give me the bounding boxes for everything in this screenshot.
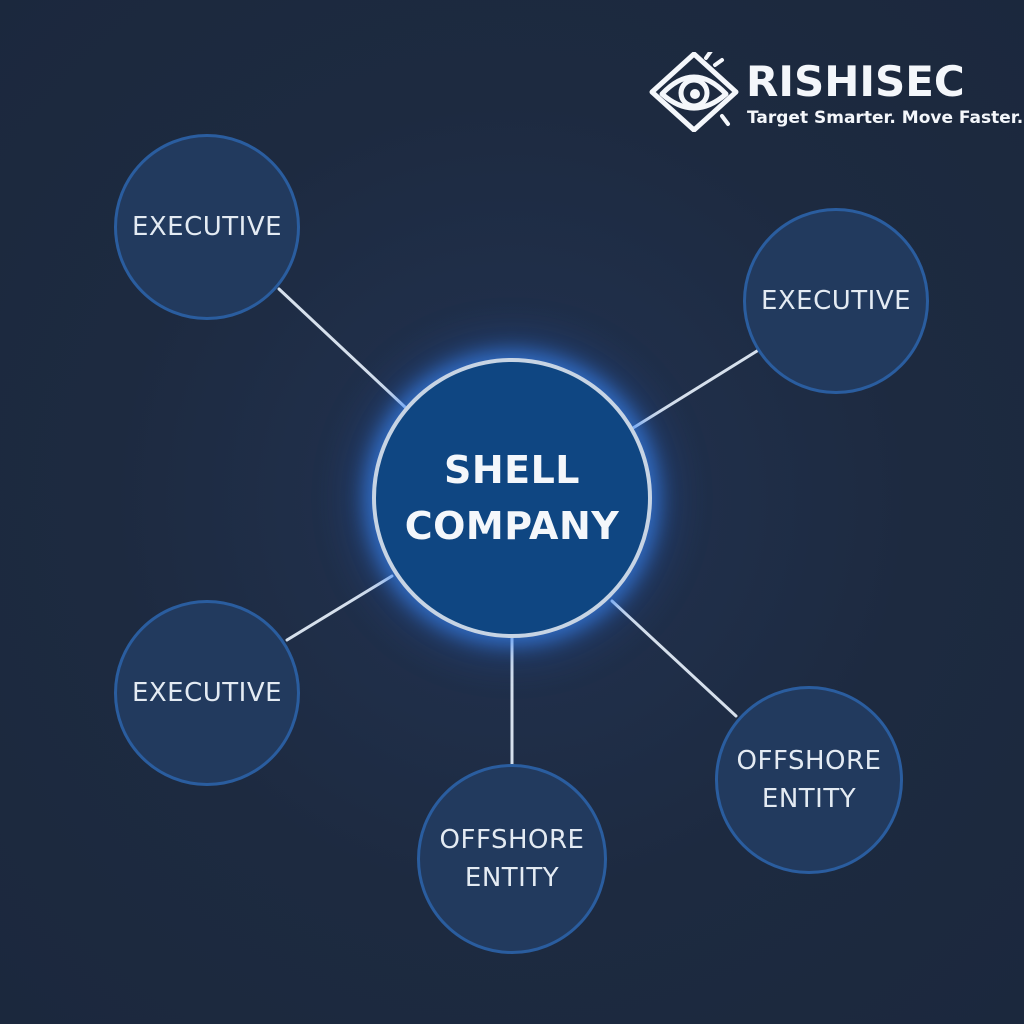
node-label: EXECUTIVE — [131, 212, 283, 242]
node-label: EXECUTIVE — [760, 286, 912, 316]
node-offshore-entity-right: OFFSHORE ENTITY — [715, 686, 903, 874]
node-executive-bottom-left: EXECUTIVE — [114, 600, 300, 786]
brand-logo: RISHISEC Target Smarter. Move Faster. — [648, 52, 1023, 132]
center-label-line2: COMPANY — [404, 504, 620, 548]
brand-tagline: Target Smarter. Move Faster. — [747, 108, 1024, 128]
connector-line-offshore-right — [610, 599, 738, 718]
node-label-line1: OFFSHORE — [736, 746, 882, 776]
brand-name: RISHISEC — [746, 57, 965, 106]
node-label-line1: OFFSHORE — [439, 825, 585, 855]
node-label: EXECUTIVE — [131, 678, 283, 708]
connector-line-executive-right — [631, 349, 759, 430]
node-label-line2: ENTITY — [761, 784, 857, 814]
node-shell-company: SHELL COMPANY — [372, 358, 652, 638]
node-offshore-entity-bottom: OFFSHORE ENTITY — [417, 764, 607, 954]
center-label-line1: SHELL — [443, 448, 581, 492]
node-executive-top-left: EXECUTIVE — [114, 134, 300, 320]
connector-line-executive-top-left — [277, 287, 408, 410]
node-label-line2: ENTITY — [464, 863, 560, 893]
node-executive-right: EXECUTIVE — [743, 208, 929, 394]
eye-target-icon — [649, 52, 739, 132]
connector-line-executive-bottom-left — [285, 574, 394, 642]
